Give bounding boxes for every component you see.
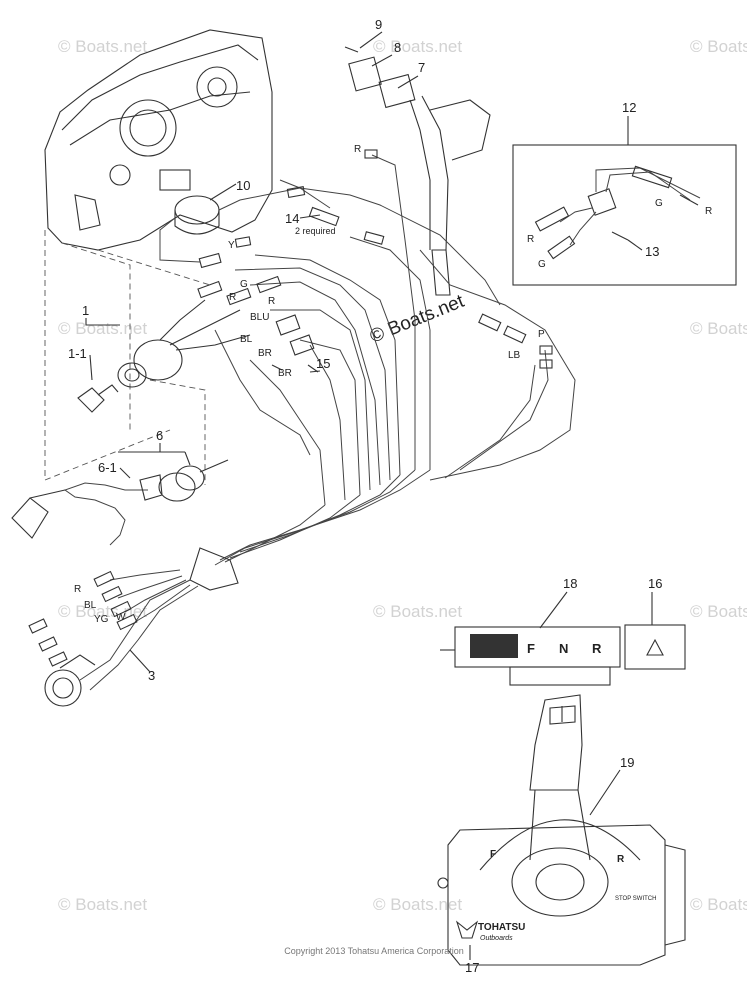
stop-switch-label: STOP SWITCH — [615, 896, 656, 902]
control-box-housing — [44, 29, 273, 485]
wire-br-15: BR — [278, 368, 292, 379]
wire-bl-harn: BL — [84, 600, 97, 611]
shift-indicator-plate: F N R — [440, 624, 686, 686]
leader-lines — [85, 31, 653, 960]
callout-7: 7 — [418, 60, 425, 75]
wire-yg-harn: YG — [94, 614, 109, 625]
callout-13: 13 — [645, 244, 659, 259]
callout-6-1: 6-1 — [98, 460, 117, 475]
wire-r-12b: R — [527, 234, 534, 245]
wire-y: Y — [228, 240, 235, 251]
watermark-mr: © Boats.net — [690, 319, 747, 338]
harness-connector — [28, 570, 138, 707]
wire-r-12a: R — [705, 206, 712, 217]
wire-lb: LB — [508, 350, 521, 361]
callout-18: 18 — [563, 576, 577, 591]
callout-17: 17 — [465, 960, 479, 975]
callout-16: 16 — [648, 576, 662, 591]
watermark-main: © Boats.net — [367, 291, 468, 348]
stop-switch — [158, 459, 229, 502]
watermark-r3: © Boats.net — [690, 602, 747, 621]
wire-labels: R Y G R BLU R BL BR BR G R R G P LB R BL… — [74, 144, 712, 625]
callout-10: 10 — [236, 178, 250, 193]
watermark-bl: © Boats.net — [58, 895, 147, 914]
ignition-key — [77, 384, 119, 413]
wire-g-12b: G — [538, 259, 546, 270]
watermark-ml: © Boats.net — [58, 319, 147, 338]
watermarks: © Boats.net © Boats.net © Boats.net © Bo… — [58, 37, 747, 914]
callout-15: 15 — [316, 356, 330, 371]
key-switch — [117, 299, 251, 388]
gauge-f-label: F — [490, 849, 496, 860]
remote-control-body: F R STOP SWITCH TOHATSU Outboards — [437, 694, 686, 966]
brand-label: TOHATSU — [478, 922, 525, 933]
connectors — [197, 149, 553, 373]
lanyard-cord — [11, 474, 163, 546]
gauge-r-label: R — [617, 854, 625, 865]
callout-14: 14 — [285, 211, 299, 226]
callout-1-1: 1-1 — [68, 346, 87, 361]
wire-r-top: R — [354, 144, 361, 155]
watermark-l3: © Boats.net — [58, 602, 147, 621]
shift-f-label: F — [527, 641, 535, 656]
watermark-tr: © Boats.net — [690, 37, 747, 56]
trim-switch-parts — [344, 46, 491, 296]
watermark-c3: © Boats.net — [373, 602, 462, 621]
callouts: 9 8 7 12 10 14 13 1 1-1 15 6 6-1 3 18 16… — [68, 17, 662, 975]
callout-1: 1 — [82, 303, 89, 318]
watermark-tc: © Boats.net — [373, 37, 462, 56]
wiring-bundle — [79, 154, 576, 691]
wire-p: P — [538, 329, 545, 340]
watermark-bc: © Boats.net — [373, 895, 462, 914]
brand-sub-label: Outboards — [480, 935, 513, 942]
wire-g-left: G — [240, 279, 248, 290]
callout-12: 12 — [622, 100, 636, 115]
shift-r-label: R — [592, 641, 602, 656]
callout-8: 8 — [394, 40, 401, 55]
wire-r-left: R — [229, 292, 236, 303]
neutral-switch-box — [512, 144, 737, 286]
wire-bl-mid: BL — [240, 334, 253, 345]
shift-n-label: N — [559, 641, 568, 656]
watermark-br: © Boats.net — [690, 895, 747, 914]
callout-6: 6 — [156, 428, 163, 443]
callout-9: 9 — [375, 17, 382, 32]
wire-w-harn: W — [116, 612, 126, 623]
callout-3: 3 — [148, 668, 155, 683]
wire-g-12a: G — [655, 198, 663, 209]
callout-19: 19 — [620, 755, 634, 770]
plate-dark-band — [470, 634, 518, 658]
wire-br-mid: BR — [258, 348, 272, 359]
note-2-required: 2 required — [295, 226, 336, 236]
wire-blu: BLU — [250, 312, 269, 323]
wire-r-harn: R — [74, 584, 81, 595]
copyright-notice: Copyright 2013 Tohatsu America Corporati… — [284, 946, 463, 956]
wire-r-mid: R — [268, 296, 275, 307]
watermark-tl: © Boats.net — [58, 37, 147, 56]
